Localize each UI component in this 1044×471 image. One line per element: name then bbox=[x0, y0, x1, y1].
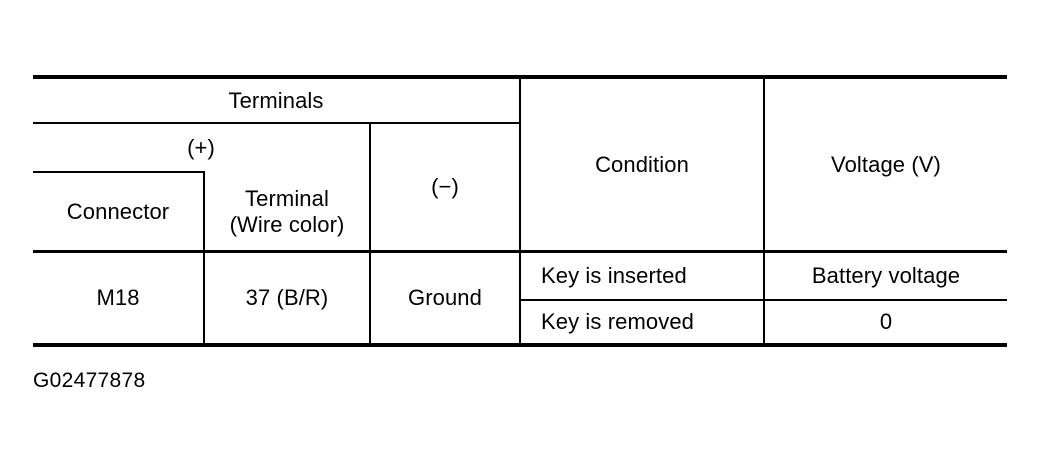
positive-group-rule bbox=[33, 171, 203, 173]
cell-voltage-key-inserted: Battery voltage bbox=[811, 263, 961, 289]
header-condition: Condition bbox=[595, 151, 689, 177]
cell-voltage-key-removed: 0 bbox=[879, 309, 893, 335]
header-negative: (−) bbox=[431, 174, 459, 200]
table-bottom-rule bbox=[33, 343, 1007, 347]
figure-caption: G02477878 bbox=[33, 369, 146, 392]
terminals-group-rule bbox=[33, 122, 519, 124]
header-voltage: Voltage (V) bbox=[831, 151, 941, 177]
cell-condition-key-removed: Key is removed bbox=[541, 309, 695, 335]
header-terminal-wire-color: Terminal (Wire color) bbox=[229, 185, 345, 237]
terminal-voltage-table: Terminals (+) Connector Terminal (Wire c… bbox=[33, 75, 1007, 347]
header-terminals-group: Terminals bbox=[228, 87, 324, 113]
cell-condition-key-inserted: Key is inserted bbox=[541, 263, 687, 289]
cell-negative-value: Ground bbox=[408, 285, 482, 311]
positive-negative-divider bbox=[369, 122, 371, 343]
cell-terminal-value: 37 (B/R) bbox=[245, 285, 329, 311]
cell-connector-value: M18 bbox=[96, 285, 140, 311]
header-positive-group: (+) bbox=[187, 134, 215, 160]
connector-terminal-divider bbox=[203, 171, 205, 343]
header-connector: Connector bbox=[66, 198, 170, 224]
terminals-condition-divider bbox=[519, 75, 521, 343]
condition-voltage-divider bbox=[763, 75, 765, 343]
